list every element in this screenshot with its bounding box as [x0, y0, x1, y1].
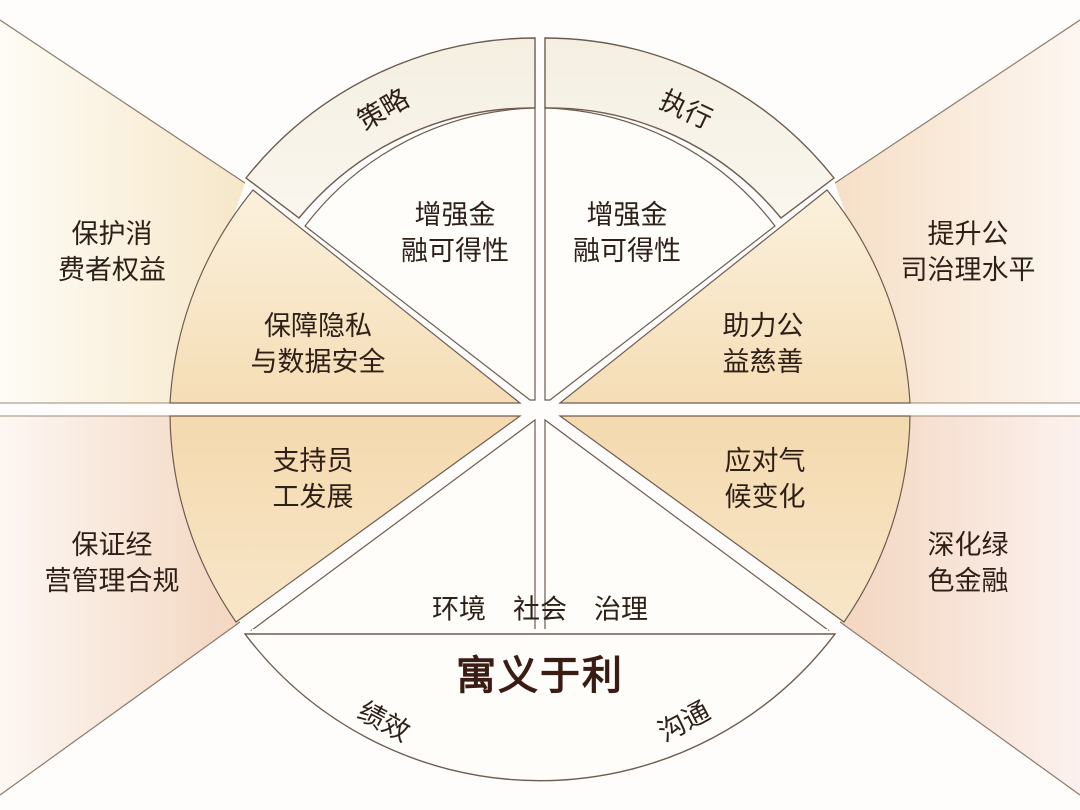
sector-top-left: [245, 37, 536, 401]
sector-upper-left: [169, 189, 522, 404]
label-climate-change: 应对气候变化: [724, 446, 806, 513]
sector-bottom: [243, 418, 837, 782]
esg-pillars-label: 环境 社会 治理: [432, 594, 648, 626]
sector-top-right: [544, 37, 835, 401]
sector-lower-left: [169, 415, 522, 623]
sector-upper-right: [558, 189, 911, 404]
outer-region-lower-right: [839, 415, 1080, 796]
label-green-finance: 深化绿色金融: [927, 530, 1009, 597]
label-employee-development: 支持员工发展: [272, 446, 354, 513]
outer-region-upper-right: [834, 19, 1080, 404]
label-financial-inclusion-strategy: 增强金融可得性: [401, 200, 509, 267]
sector-lower-right: [558, 415, 911, 623]
label-public-charity: 助力公益慈善: [722, 311, 804, 378]
label-compliance: 保证经营管理合规: [44, 530, 180, 597]
center-title: 寓义于利: [456, 653, 624, 699]
label-financial-inclusion-execution: 增强金融可得性: [573, 200, 681, 267]
outer-region-upper-left: [0, 19, 246, 404]
label-privacy-data-security: 保障隐私与数据安全: [250, 311, 386, 378]
label-corporate-governance: 提升公司治理水平: [900, 219, 1036, 286]
label-consumer-rights: 保护消费者权益: [58, 219, 166, 286]
outer-region-lower-left: [0, 415, 241, 796]
